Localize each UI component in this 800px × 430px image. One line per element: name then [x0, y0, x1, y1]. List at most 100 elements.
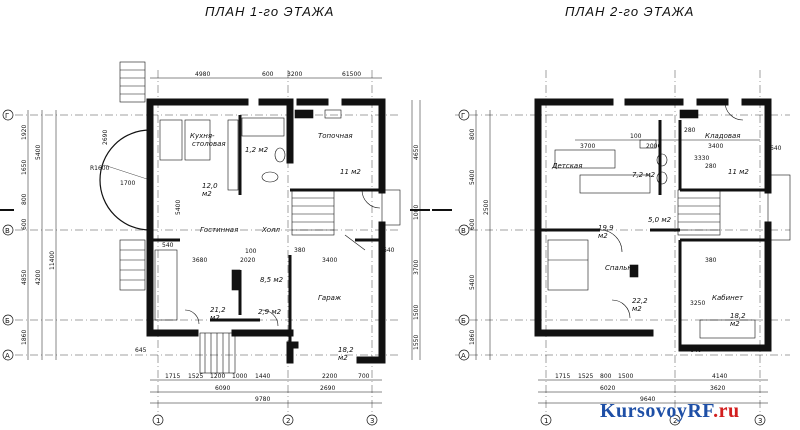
- dim-bottom: 700: [358, 373, 370, 380]
- floor1-left-dims: 1920 1650 5400 800 600 4850 4200 11400 1…: [21, 125, 420, 350]
- dim-inner: 640: [770, 145, 782, 152]
- axis-label: Г: [5, 112, 9, 120]
- floor1-boiler-equipment: [294, 109, 342, 119]
- dim-bottom: 2690: [320, 385, 335, 392]
- floor2-stair: [677, 189, 721, 236]
- floor1-plan-title: ПЛАН 1-го ЭТАЖА: [205, 4, 335, 19]
- dim-bottom: 1715: [555, 373, 570, 380]
- dim-bottom-total: 9780: [255, 396, 270, 403]
- dim-left: 600: [21, 218, 28, 230]
- dim-left: 5400: [469, 170, 476, 185]
- floor1-interior-stair: [291, 189, 366, 251]
- floor2-dimension-lines: [475, 110, 768, 404]
- dim-left: 1650: [21, 160, 28, 175]
- dim-left: 1920: [21, 125, 28, 140]
- dim-bottom: 2200: [322, 373, 337, 380]
- floor2-plan: [432, 70, 791, 426]
- dim-inner: 640: [690, 347, 702, 354]
- axis-label: 2: [286, 417, 290, 425]
- dim-top: 280: [684, 127, 696, 134]
- dim-left: 4850: [21, 270, 28, 285]
- dim-bottom-total: 9640: [640, 396, 655, 403]
- room-vestibule-area: 2,9 м2: [258, 308, 282, 316]
- dim-top: 3200: [287, 71, 302, 78]
- room-storage-area: 11 м2: [728, 168, 749, 176]
- axis-label: 1: [544, 417, 548, 425]
- dim-left: 1860: [21, 330, 28, 345]
- room-bath-area: 7,2 м2: [632, 171, 656, 179]
- dim-right: 1550: [413, 335, 420, 350]
- axis-label: 3: [758, 417, 762, 425]
- room-child-label: Детская: [551, 162, 582, 170]
- dim-right: 1000: [413, 205, 420, 220]
- dim-top: 61500: [342, 71, 361, 78]
- dim-inner: 3250: [690, 300, 705, 307]
- axis-label: А: [461, 352, 466, 360]
- dim-bottom: 1715: [165, 373, 180, 380]
- room-storage-label: Кладовая: [705, 132, 740, 140]
- dim-inner: 3680: [192, 257, 207, 264]
- dim-inner: 280: [705, 163, 717, 170]
- dim-inner: R1600: [90, 165, 110, 172]
- dim-left: 2500: [483, 200, 490, 215]
- dim-bottom: 4140: [712, 373, 727, 380]
- room-cabinet-label: Кабинет: [712, 294, 744, 302]
- floor2-left-dims: 800 5400 2500 600 5400 1860: [469, 128, 490, 345]
- dim-left: 5400: [469, 275, 476, 290]
- dim-inner: 380: [705, 257, 717, 264]
- dim-bottom: 1000: [232, 373, 247, 380]
- dim-left: 1860: [469, 330, 476, 345]
- room-bedroom-label: Спальня: [605, 264, 636, 272]
- floor1-kitchen-fixtures: [154, 117, 381, 327]
- axis-label: Г: [461, 112, 465, 120]
- dim-inner: 3400: [322, 257, 337, 264]
- floor1-entry-stair-left: [119, 61, 146, 291]
- dim-inner: 540: [162, 242, 174, 249]
- floor1-outer-walls: [146, 98, 386, 364]
- dim-bottom: 1200: [210, 373, 225, 380]
- dim-inner: 3330: [694, 155, 709, 162]
- axis-label: В: [461, 227, 466, 235]
- floor1-axis-lines: [15, 70, 400, 420]
- dim-bottom: 800: [600, 373, 612, 380]
- dim-bottom: 6090: [215, 385, 230, 392]
- room-kitchen-label: Кухня-столовая: [190, 132, 226, 148]
- dim-top: 3400: [708, 143, 723, 150]
- axis-label: 3: [370, 417, 374, 425]
- dim-right: 1500: [413, 305, 420, 320]
- dim-bottom: 1525: [578, 373, 593, 380]
- dim-bottom: 1440: [255, 373, 270, 380]
- floor1-bay-window: [99, 129, 151, 231]
- floor1-dimension-lines: [27, 77, 421, 404]
- floor1-entry-stair-bottom: [199, 332, 236, 374]
- room-boiler-area: 11 м2: [340, 168, 361, 176]
- room-living-label: Гостинная: [200, 226, 238, 234]
- dim-left: 800: [469, 128, 476, 140]
- room-boiler-label: Топочная: [318, 132, 353, 140]
- dim-top: 600: [262, 71, 274, 78]
- room-garage-label: Гараж: [318, 294, 342, 302]
- floor1-garage-door: [381, 189, 401, 226]
- axis-label: 1: [156, 417, 160, 425]
- floor1-dimension-texts: 4980 600 3200 61500 1715 1525 1200 1000 …: [90, 71, 395, 403]
- room-hall-label: Холл: [261, 226, 281, 234]
- dim-top: 2000: [646, 143, 661, 150]
- axis-label: В: [5, 227, 10, 235]
- dim-right: 4650: [413, 145, 420, 160]
- dim-bottom: 6020: [600, 385, 615, 392]
- dim-inner: 640: [383, 247, 395, 254]
- dim-left: 11400: [49, 251, 56, 270]
- dim-inner: 645: [135, 347, 147, 354]
- dim-inner: 100: [245, 248, 257, 255]
- dim-left: 5400: [35, 145, 42, 160]
- axis-label: 2: [673, 417, 677, 425]
- dim-left: 600: [469, 218, 476, 230]
- dim-top: 100: [630, 133, 642, 140]
- dim-bottom: 3620: [710, 385, 725, 392]
- dim-bottom: 1500: [618, 373, 633, 380]
- room-hall2-area: 5,0 м2: [648, 216, 672, 224]
